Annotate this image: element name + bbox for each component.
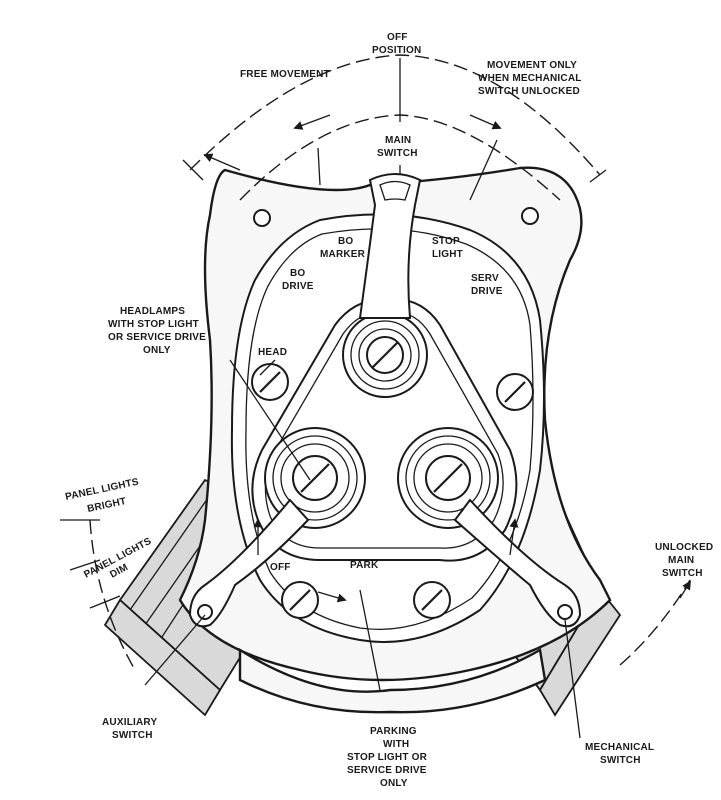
svg-text:ONLY: ONLY <box>380 778 408 789</box>
label-park: PARK <box>350 560 379 571</box>
label-main-switch: MAIN SWITCH <box>377 135 418 159</box>
label-off-position: OFF POSITION <box>372 32 421 56</box>
auxiliary-switch-lever <box>188 498 310 628</box>
svg-text:MAIN: MAIN <box>668 555 694 566</box>
svg-text:BRIGHT: BRIGHT <box>86 496 127 515</box>
label-bo-drive: BO DRIVE <box>282 268 314 292</box>
svg-text:AUXILIARY: AUXILIARY <box>102 717 157 728</box>
main-switch-lever <box>358 173 422 319</box>
label-movement-only: MOVEMENT ONLY WHEN MECHANICAL SWITCH UNL… <box>478 60 582 97</box>
label-off: OFF <box>270 562 291 573</box>
leader-lines <box>144 139 581 739</box>
svg-text:SERV: SERV <box>471 273 499 284</box>
label-mechanical-switch: MECHANICAL SWITCH <box>585 742 654 766</box>
svg-text:LIGHT: LIGHT <box>432 249 463 260</box>
svg-text:POSITION: POSITION <box>372 45 421 56</box>
label-auxiliary-switch: AUXILIARY SWITCH <box>102 717 157 741</box>
svg-text:SWITCH: SWITCH <box>662 568 703 579</box>
bottom-lip <box>238 647 547 714</box>
mechanical-switch-lever <box>453 498 582 628</box>
svg-text:SERVICE DRIVE: SERVICE DRIVE <box>347 765 427 776</box>
label-head: HEAD <box>258 347 287 358</box>
svg-text:WITH STOP LIGHT: WITH STOP LIGHT <box>108 319 199 330</box>
label-headlamps: HEADLAMPS WITH STOP LIGHT OR SERVICE DRI… <box>108 306 206 356</box>
tick-left <box>182 159 204 181</box>
svg-text:SWITCH UNLOCKED: SWITCH UNLOCKED <box>478 86 580 97</box>
label-unlocked-main-switch: UNLOCKED MAIN SWITCH <box>655 542 713 579</box>
svg-text:DRIVE: DRIVE <box>471 286 503 297</box>
screw-icons <box>251 207 539 619</box>
svg-text:OFF: OFF <box>387 32 408 43</box>
svg-text:BO: BO <box>290 268 305 279</box>
svg-text:STOP: STOP <box>432 236 460 247</box>
svg-text:MECHANICAL: MECHANICAL <box>585 742 654 753</box>
label-stop-light: STOP LIGHT <box>432 236 463 260</box>
svg-text:SWITCH: SWITCH <box>377 148 418 159</box>
unlocked-arc <box>619 579 691 666</box>
svg-text:PARKING: PARKING <box>370 726 417 737</box>
svg-text:SWITCH: SWITCH <box>112 730 153 741</box>
svg-text:PANEL LIGHTS: PANEL LIGHTS <box>64 477 140 503</box>
svg-text:SWITCH: SWITCH <box>600 755 641 766</box>
svg-text:BO: BO <box>338 236 353 247</box>
svg-text:WHEN MECHANICAL: WHEN MECHANICAL <box>478 73 582 84</box>
svg-text:DRIVE: DRIVE <box>282 281 314 292</box>
svg-text:ONLY: ONLY <box>143 345 171 356</box>
label-parking: PARKING WITH STOP LIGHT OR SERVICE DRIVE… <box>347 726 428 789</box>
svg-text:UNLOCKED: UNLOCKED <box>655 542 713 553</box>
svg-text:STOP LIGHT OR: STOP LIGHT OR <box>347 752 428 763</box>
svg-text:MARKER: MARKER <box>320 249 366 260</box>
main-switch-knob <box>342 312 428 398</box>
label-panel-lights-bright: PANEL LIGHTS BRIGHT <box>64 477 140 515</box>
svg-text:MAIN: MAIN <box>385 135 411 146</box>
label-bo-marker: BO MARKER <box>320 236 366 260</box>
tick-right <box>589 169 607 183</box>
svg-text:WITH: WITH <box>383 739 409 750</box>
svg-text:MOVEMENT ONLY: MOVEMENT ONLY <box>487 60 577 71</box>
label-serv-drive: SERV DRIVE <box>471 273 503 297</box>
svg-text:OR SERVICE DRIVE: OR SERVICE DRIVE <box>108 332 206 343</box>
svg-text:HEADLAMPS: HEADLAMPS <box>120 306 185 317</box>
label-free-movement: FREE MOVEMENT <box>240 69 330 80</box>
outer-movement-arc <box>189 54 601 176</box>
